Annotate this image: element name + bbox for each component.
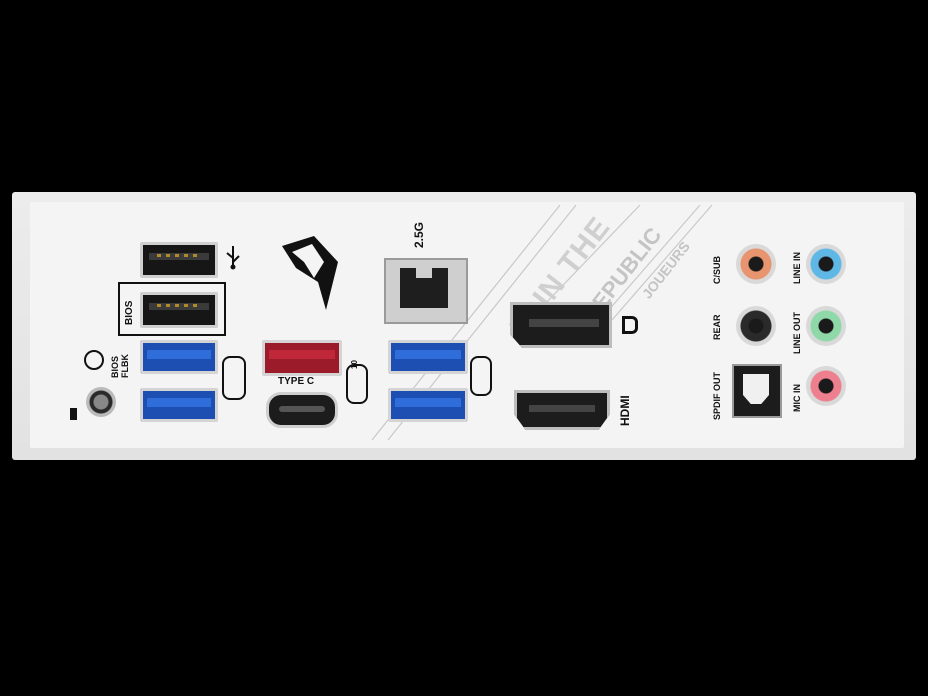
type-c-tongue xyxy=(279,406,325,412)
bios-flashback-button[interactable] xyxy=(86,387,116,417)
hdmi-port[interactable] xyxy=(514,390,610,430)
usb3-port-left-lower[interactable] xyxy=(140,388,218,422)
c-sub-label: C/SUB xyxy=(712,255,722,284)
rear-label: REAR xyxy=(712,314,722,340)
usb-red-port[interactable] xyxy=(262,340,342,376)
usb3-port-left-upper[interactable] xyxy=(140,340,218,374)
bios-flbk-label: BIOS FLBK xyxy=(110,354,130,378)
usb-tongue xyxy=(147,350,211,359)
line-out-label: LINE OUT xyxy=(792,312,802,354)
line-out-jack[interactable] xyxy=(806,306,846,346)
usb-tongue xyxy=(395,350,461,359)
ss10-label: 10 xyxy=(349,360,359,369)
hdmi-port-icon xyxy=(529,405,595,412)
type-c-label: TYPE C xyxy=(278,376,315,387)
mic-in-label: MIC IN xyxy=(792,384,802,412)
line-in-label: LINE IN xyxy=(792,251,802,284)
ethernet-port[interactable] xyxy=(384,258,468,324)
ethernet-latch xyxy=(416,268,432,278)
mic-in-jack[interactable] xyxy=(806,366,846,406)
displayport-port[interactable] xyxy=(510,302,612,348)
line-in-jack[interactable] xyxy=(806,244,846,284)
usb3-port-right-lower[interactable] xyxy=(388,388,468,422)
usb-contacts xyxy=(157,254,201,257)
usb-icon xyxy=(226,246,240,270)
hdmi-label: HDMI xyxy=(618,395,632,426)
optical-spdif-icon xyxy=(743,374,769,404)
superspeed-icon xyxy=(470,356,492,396)
led-icon xyxy=(70,408,77,420)
bios-label: BIOS xyxy=(124,300,135,325)
usb-tongue xyxy=(269,350,335,359)
lan-speed-label: 2.5G xyxy=(412,221,426,248)
usb-tongue xyxy=(395,398,461,407)
displayport-tongue xyxy=(529,319,599,327)
bios-flashback-frame xyxy=(118,282,226,336)
rog-logo-icon xyxy=(282,236,338,310)
usb2-bios-port[interactable] xyxy=(140,292,218,328)
optical-spdif-port[interactable] xyxy=(732,364,782,418)
usb2-port-top[interactable] xyxy=(140,242,218,278)
displayport-icon xyxy=(622,316,638,334)
superspeed-icon xyxy=(346,364,368,404)
c-sub-jack[interactable] xyxy=(736,244,776,284)
usb3-port-right-upper[interactable] xyxy=(388,340,468,374)
usb-tongue xyxy=(147,398,211,407)
bios-flashback-icon xyxy=(84,350,104,370)
usb-contacts xyxy=(157,304,201,307)
rear-jack[interactable] xyxy=(736,306,776,346)
spdif-out-label: SPDIF OUT xyxy=(712,371,722,420)
usb-type-c-port[interactable] xyxy=(266,392,338,428)
superspeed-icon xyxy=(222,356,246,400)
